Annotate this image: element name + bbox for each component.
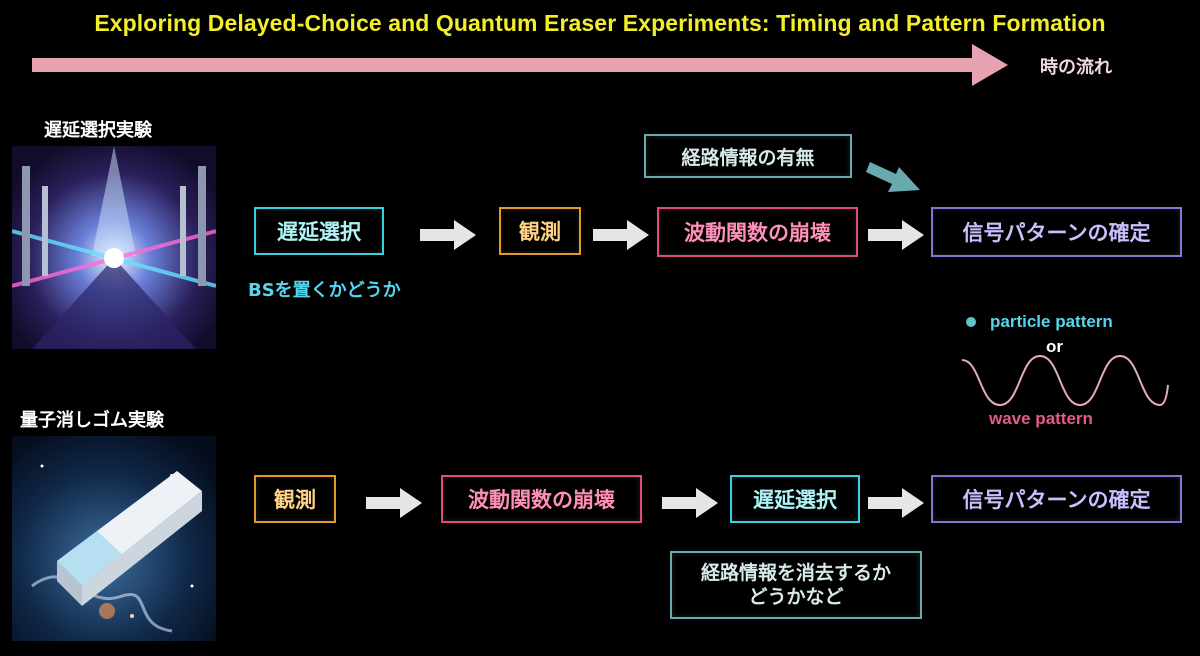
path-info-box: 経路情報の有無 (644, 134, 852, 178)
qe-step-observation: 観測 (254, 475, 336, 523)
timeline-label: 時の流れ (1040, 57, 1112, 78)
qe-step-pattern-fixed: 信号パターンの確定 (931, 475, 1182, 523)
delayed-choice-label: 遅延選択実験 (44, 120, 152, 141)
quantum-eraser-image (12, 436, 216, 641)
legend-particle: particle pattern (990, 312, 1113, 331)
dc-step-collapse: 波動関数の崩壊 (657, 207, 858, 257)
dc-note: BSを置くかどうか (248, 280, 401, 301)
path-info-arrow (866, 162, 920, 192)
dc-arrow-1 (420, 220, 476, 250)
eraser-illustration (12, 436, 216, 641)
qe-arrow-2 (662, 488, 718, 518)
dc-arrow-3 (868, 220, 924, 250)
dc-step-pattern-fixed: 信号パターンの確定 (931, 207, 1182, 257)
particle-dot-icon (966, 317, 976, 327)
qe-note-line-2: どうかなど (748, 586, 844, 608)
experiment-apparatus-illustration (12, 146, 216, 349)
qe-arrow-3 (868, 488, 924, 518)
qe-arrow-1 (366, 488, 422, 518)
qe-note-box: 経路情報を消去するか どうかなど (670, 551, 922, 619)
quantum-eraser-label: 量子消しゴム実験 (20, 410, 164, 431)
dc-arrow-2 (593, 220, 649, 250)
delayed-choice-image (12, 146, 216, 349)
page-title: Exploring Delayed-Choice and Quantum Era… (94, 10, 1106, 36)
qe-step-delayed-choice: 遅延選択 (730, 475, 860, 523)
legend-wave: wave pattern (989, 409, 1093, 428)
qe-step-collapse: 波動関数の崩壊 (441, 475, 642, 523)
dc-step-observation: 観測 (499, 207, 581, 255)
timeline-arrow (32, 44, 1008, 86)
wave-icon (961, 354, 1169, 407)
dc-step-delayed-choice: 遅延選択 (254, 207, 384, 255)
qe-note-line-1: 経路情報を消去するか (700, 562, 891, 584)
legend-or: or (1046, 337, 1063, 356)
